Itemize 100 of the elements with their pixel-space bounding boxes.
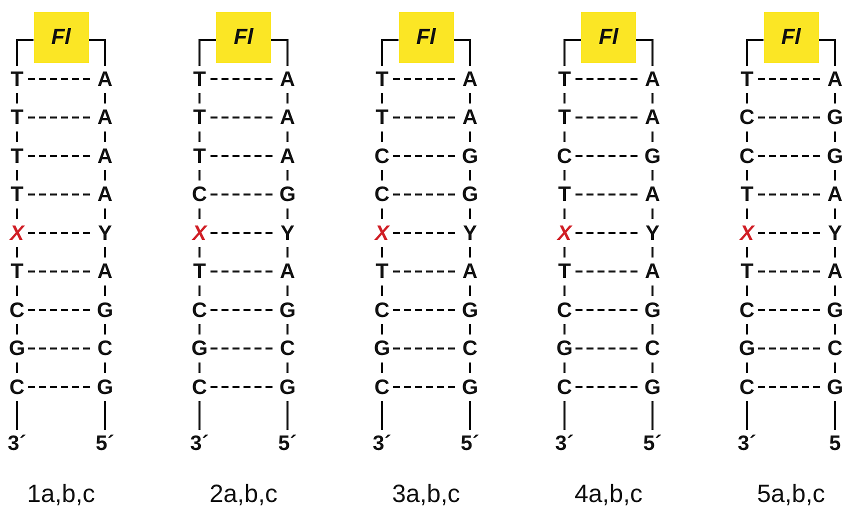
base-letter: G [556,336,574,360]
backbone-line [652,132,654,142]
backbone-line [16,247,18,258]
backbone-line [652,170,654,180]
strand-end-label: 5´ [276,432,300,454]
backbone-line [16,39,34,66]
backbone-line [198,362,200,373]
backbone-line [746,93,748,104]
backbone-line [746,170,748,180]
base-letter: G [826,106,844,130]
backbone-line [746,247,748,258]
backbone-line [381,39,398,66]
backbone-line [381,132,383,142]
backbone-line [746,208,748,219]
base-letter: G [644,375,662,399]
backbone-line [286,362,288,373]
base-letter: A [278,260,296,284]
base-letter: C [738,144,756,168]
backbone-line [469,132,471,142]
backbone-line [469,208,471,219]
backbone-line [198,208,200,219]
base-letter: C [556,144,574,168]
base-letter: C [826,336,844,360]
backbone-line [16,93,18,104]
base-letter: A [278,106,296,130]
backbone-line [834,247,836,258]
backbone-line [834,362,836,373]
strand-end-label: 3´ [552,432,576,454]
modified-base-letter: X [738,221,756,245]
base-letter: G [826,144,844,168]
backbone-line [746,401,748,430]
base-letter: T [556,260,574,284]
base-letter: G [278,375,296,399]
base-letter: G [461,144,479,168]
backbone-line [104,401,106,430]
backbone-line [454,39,471,66]
backbone-line [652,247,654,258]
strand-end-label: 3´ [188,432,212,454]
base-letter: T [8,182,26,206]
modified-base-letter: X [556,221,574,245]
backbone-line [564,132,566,142]
backbone-line [286,324,288,334]
base-letter: T [556,182,574,206]
sample-caption: 1a,b,c [26,482,96,507]
base-letter: C [738,106,756,130]
backbone-line [271,39,288,66]
modified-base-letter: X [190,221,208,245]
base-letter: A [96,106,114,130]
base-letter: T [373,260,391,284]
base-letter: A [644,106,662,130]
base-letter: A [461,106,479,130]
sample-caption: 3a,b,c [390,482,462,507]
backbone-line [286,247,288,258]
backbone-line [834,401,836,430]
backbone-line [746,132,748,142]
base-letter: C [190,375,208,399]
backbone-line [104,170,106,180]
base-letter: A [644,260,662,284]
base-letter: C [373,298,391,322]
backbone-line [198,324,200,334]
base-letter: T [8,260,26,284]
backbone-line [469,401,471,430]
backbone-line [834,286,836,296]
base-letter: C [96,336,114,360]
backbone-line [286,170,288,180]
base-letter: T [556,67,574,91]
modified-base-letter: X [8,221,26,245]
backbone-line [198,93,200,104]
base-letter: A [826,182,844,206]
base-letter: C [461,336,479,360]
backbone-line [746,286,748,296]
backbone-line [104,208,106,219]
backbone-line [564,324,566,334]
backbone-line [834,170,836,180]
backbone-line [564,93,566,104]
base-letter: G [278,182,296,206]
backbone-line [198,132,200,142]
base-letter: G [461,182,479,206]
base-letter: C [738,375,756,399]
strand-end-label: 5´ [458,432,482,454]
backbone-line [564,247,566,258]
base-letter: Y [278,221,296,245]
backbone-line [746,39,764,66]
sample-caption: 4a,b,c [573,482,644,507]
strand-end-label: 3´ [370,432,394,454]
base-letter: T [8,106,26,130]
backbone-line [198,170,200,180]
backbone-line [564,286,566,296]
backbone-line [381,324,383,334]
backbone-line [381,208,383,219]
base-letter: A [96,144,114,168]
backbone-line [469,247,471,258]
base-letter: A [826,260,844,284]
backbone-line [198,39,216,66]
backbone-line [286,93,288,104]
backbone-line [834,132,836,142]
backbone-line [652,324,654,334]
fluorophore-tag: Fl [764,12,818,62]
base-letter: A [461,260,479,284]
backbone-line [834,324,836,334]
